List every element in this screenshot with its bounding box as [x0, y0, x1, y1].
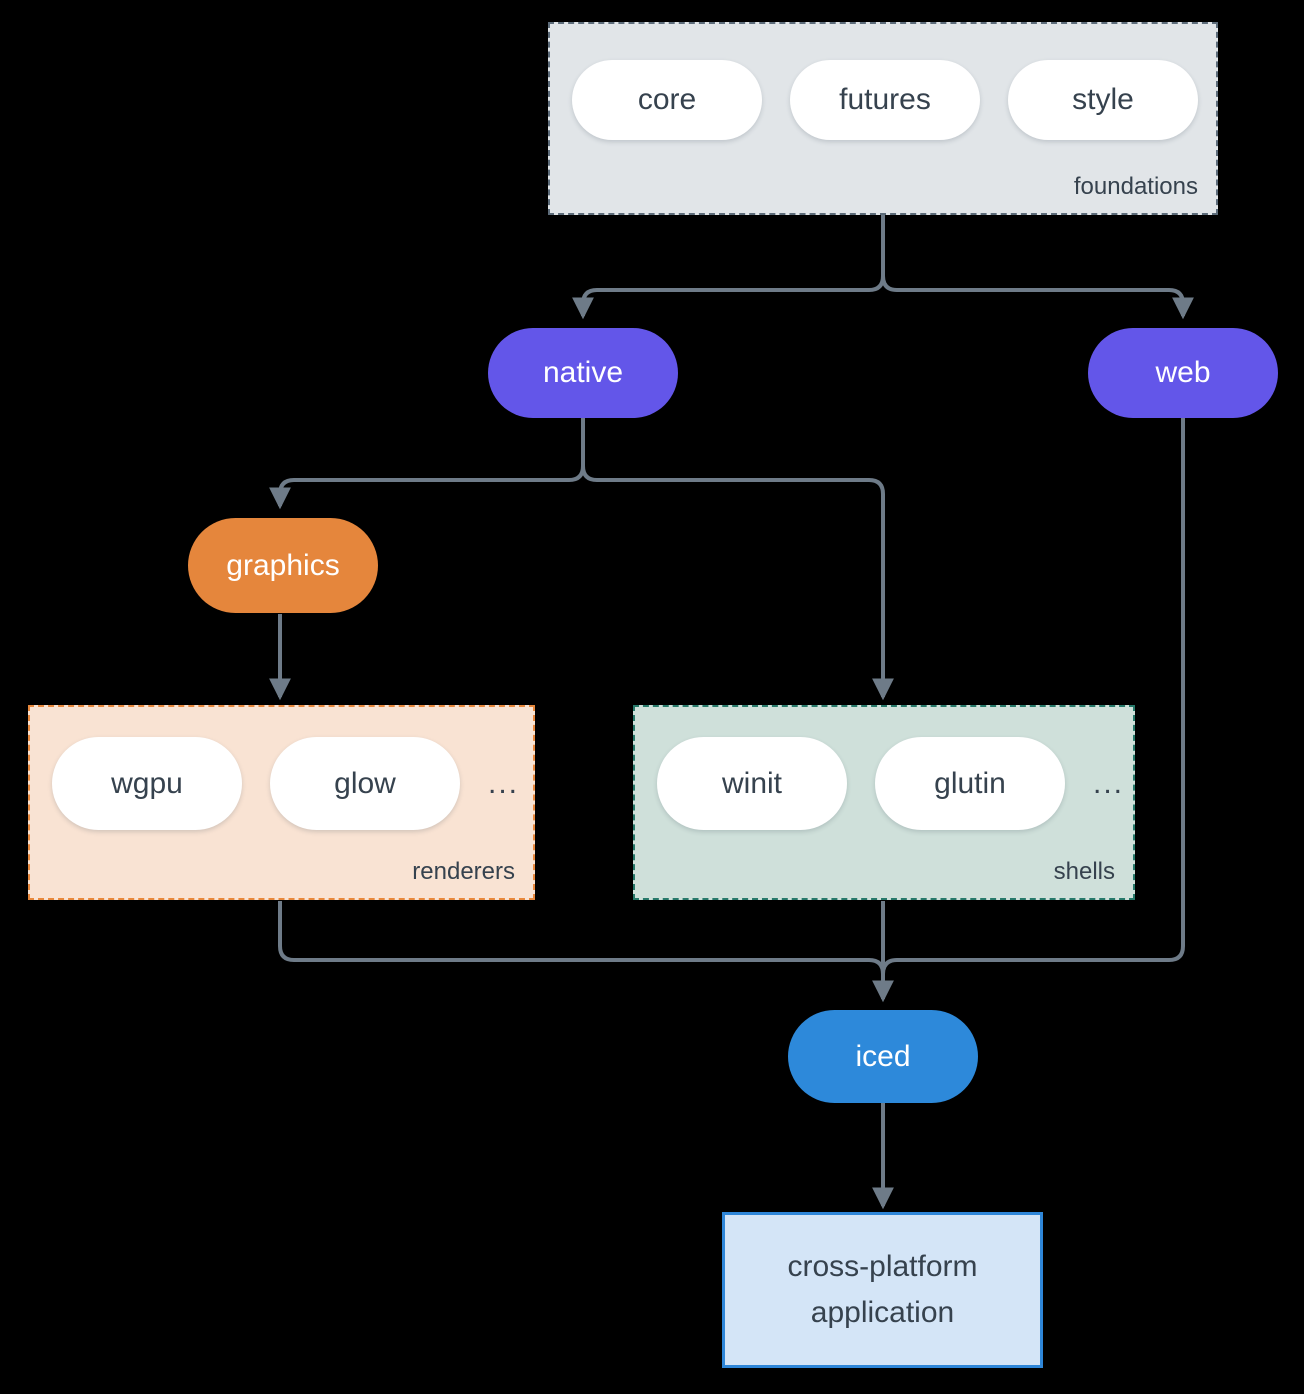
shells-ellipsis: ... [1093, 766, 1125, 800]
node-native: native [488, 328, 678, 418]
node-iced: iced [788, 1010, 978, 1103]
shells-group-label: shells [1053, 858, 1115, 885]
renderers-group: wgpu glow ... renderers [28, 705, 535, 900]
foundations-group: core futures style foundations [548, 22, 1218, 215]
pill-style: style [1008, 60, 1198, 140]
arrow-foundations-to-web [881, 214, 1194, 320]
node-graphics: graphics [188, 518, 378, 613]
shells-group: winit glutin ... shells [633, 705, 1135, 900]
pill-winit: winit [657, 737, 847, 830]
pill-glow: glow [270, 737, 460, 830]
pill-wgpu: wgpu [52, 737, 242, 830]
arrow-foundations-to-native [572, 214, 885, 320]
arrow-native-to-shells [581, 418, 894, 701]
node-web: web [1088, 328, 1278, 418]
foundations-pill-row: core futures style [572, 60, 1198, 140]
pill-glutin: glutin [875, 737, 1065, 830]
renderers-pill-row: wgpu glow ... [52, 737, 519, 830]
shells-pill-row: winit glutin ... [657, 737, 1124, 830]
arrow-native-to-graphics [269, 418, 585, 510]
renderers-group-label: renderers [412, 858, 515, 885]
foundations-group-label: foundations [1073, 173, 1198, 200]
pill-core: core [572, 60, 762, 140]
cross-platform-application-box: cross-platform application [722, 1212, 1043, 1368]
arrow-renderers-to-merge [278, 901, 885, 975]
pill-futures: futures [790, 60, 980, 140]
renderers-ellipsis: ... [488, 766, 520, 800]
